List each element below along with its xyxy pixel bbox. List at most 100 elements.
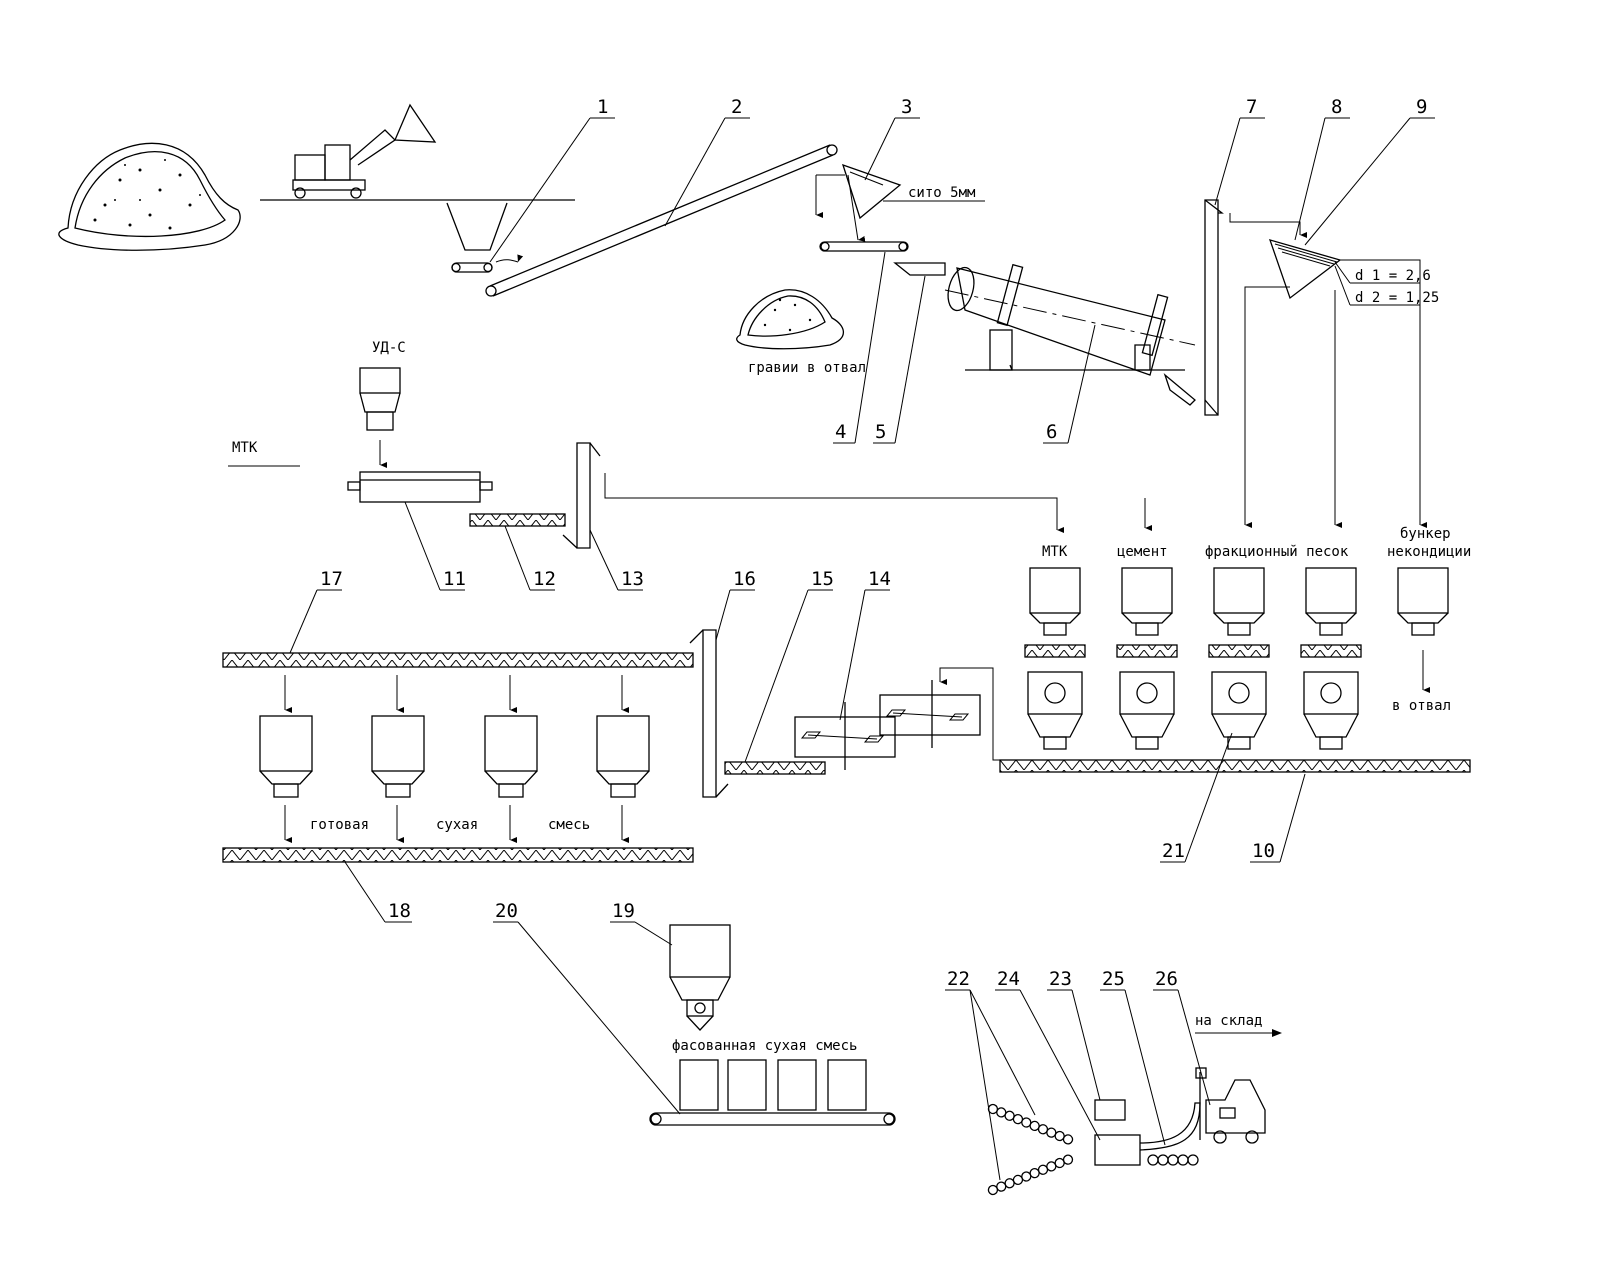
callout-5: 5	[873, 275, 926, 444]
svg-text:23: 23	[1049, 968, 1072, 990]
dry-label: сухая	[436, 817, 478, 833]
screw-conveyor-12	[469, 513, 566, 527]
vibro-screen-8: d 1 = 2,6 d 2 = 1,25	[1244, 239, 1439, 528]
packed-label: фасованная сухая смесь	[672, 1038, 857, 1054]
to-warehouse-label: на склад	[1195, 1013, 1262, 1029]
d2-label: d 2 = 1,25	[1355, 290, 1439, 306]
loader-icon	[260, 103, 575, 201]
callout-15: 15	[744, 568, 834, 763]
svg-text:18: 18	[388, 900, 411, 922]
callout-11: 11	[404, 501, 466, 591]
bunker-cement	[1121, 567, 1173, 636]
svg-text:20: 20	[495, 900, 518, 922]
product-silos: готовая сухая смесь	[259, 675, 650, 843]
callout-19: 19	[610, 900, 673, 946]
svg-text:2: 2	[731, 96, 742, 118]
pallet-stacks-22	[987, 1103, 1074, 1196]
collecting-conveyor-18	[222, 847, 694, 863]
sieve-label: сито 5мм	[908, 185, 976, 201]
mtk-left-label: МТК	[232, 440, 258, 456]
ud-s-hopper: УД-С	[359, 340, 406, 468]
sand-pile-icon	[58, 142, 241, 251]
ready-label: готовая	[310, 817, 369, 833]
callout-6: 6	[1043, 324, 1096, 444]
svg-text:3: 3	[901, 96, 912, 118]
bunker-mtk	[1029, 567, 1081, 636]
svg-text:24: 24	[997, 968, 1020, 990]
svg-text:9: 9	[1416, 96, 1427, 118]
callout-9: 9	[1304, 96, 1435, 246]
callout-22: 22	[945, 968, 1036, 1181]
conveyor-4	[819, 241, 909, 252]
cement-label: цемент	[1117, 544, 1168, 560]
mix-label: смесь	[548, 817, 590, 833]
screw-conveyor-15	[724, 761, 826, 775]
svg-text:1: 1	[597, 96, 608, 118]
callout-24: 24	[995, 968, 1101, 1141]
bunker-sand-1	[1213, 567, 1265, 636]
gravel-pile-icon: гравии в отвал	[736, 289, 866, 376]
callout-4: 4	[833, 251, 886, 444]
svg-text:7: 7	[1246, 96, 1257, 118]
callout-10: 10	[1250, 773, 1306, 863]
svg-text:6: 6	[1046, 421, 1057, 443]
svg-text:22: 22	[947, 968, 970, 990]
callout-26: 26	[1153, 968, 1211, 1106]
belt-conveyor-20	[649, 1059, 896, 1126]
callout-8: 8	[1294, 96, 1350, 241]
callout-18: 18	[344, 861, 412, 923]
svg-text:8: 8	[1331, 96, 1342, 118]
wrapping-station-23-24	[1094, 1099, 1201, 1166]
to-dump-label: в отвал	[1392, 698, 1451, 714]
callout-3: 3	[864, 96, 920, 181]
elevator-16	[689, 629, 729, 798]
distribution-conveyor-17	[222, 652, 694, 668]
callout-2: 2	[664, 96, 750, 227]
bucket-elevator-7	[1204, 199, 1307, 416]
packing-machine-19	[669, 924, 731, 1031]
collecting-conveyor-10	[939, 667, 1471, 773]
svg-text:19: 19	[612, 900, 635, 922]
elevator-13	[562, 442, 1064, 549]
svg-text:26: 26	[1155, 968, 1178, 990]
svg-text:15: 15	[811, 568, 834, 590]
receiving-hopper	[446, 202, 508, 251]
callout-21: 21	[1160, 732, 1233, 863]
bunker-sand-2	[1305, 567, 1357, 636]
callout-23: 23	[1047, 968, 1101, 1101]
d1-label: d 1 = 2,6	[1355, 268, 1431, 284]
callout-7: 7	[1214, 96, 1265, 206]
chute-5	[893, 262, 946, 276]
svg-text:17: 17	[320, 568, 343, 590]
forklift-26: на склад	[1195, 1013, 1282, 1144]
svg-text:16: 16	[733, 568, 756, 590]
inclined-conveyor-2	[485, 144, 838, 297]
svg-text:10: 10	[1252, 840, 1275, 862]
callout-13: 13	[589, 529, 644, 591]
callout-16: 16	[715, 568, 756, 641]
callout-1: 1	[489, 96, 615, 263]
doser-21	[1027, 671, 1359, 750]
svg-text:25: 25	[1102, 968, 1125, 990]
callout-17: 17	[289, 568, 343, 654]
svg-text:4: 4	[835, 421, 846, 443]
bunker-label-2: некондиции	[1387, 544, 1471, 560]
svg-text:13: 13	[621, 568, 644, 590]
callout-25: 25	[1100, 968, 1166, 1146]
svg-text:14: 14	[868, 568, 891, 590]
sieve-3: сито 5мм	[815, 163, 985, 242]
uds-label: УД-С	[372, 340, 406, 356]
bunker-label-1: бункер	[1400, 526, 1451, 542]
bunker-labels: МТК цемент фракционный песок бункер неко…	[1042, 498, 1471, 560]
ball-mill-11	[347, 471, 493, 503]
bunker-reject: в отвал	[1392, 567, 1451, 714]
svg-text:12: 12	[533, 568, 556, 590]
storage-bunkers: в отвал	[1024, 567, 1451, 750]
svg-text:11: 11	[443, 568, 466, 590]
svg-text:5: 5	[875, 421, 886, 443]
svg-text:21: 21	[1162, 840, 1185, 862]
callout-12: 12	[504, 525, 556, 591]
gravel-label: гравии в отвал	[748, 360, 866, 376]
callout-14: 14	[839, 568, 891, 721]
